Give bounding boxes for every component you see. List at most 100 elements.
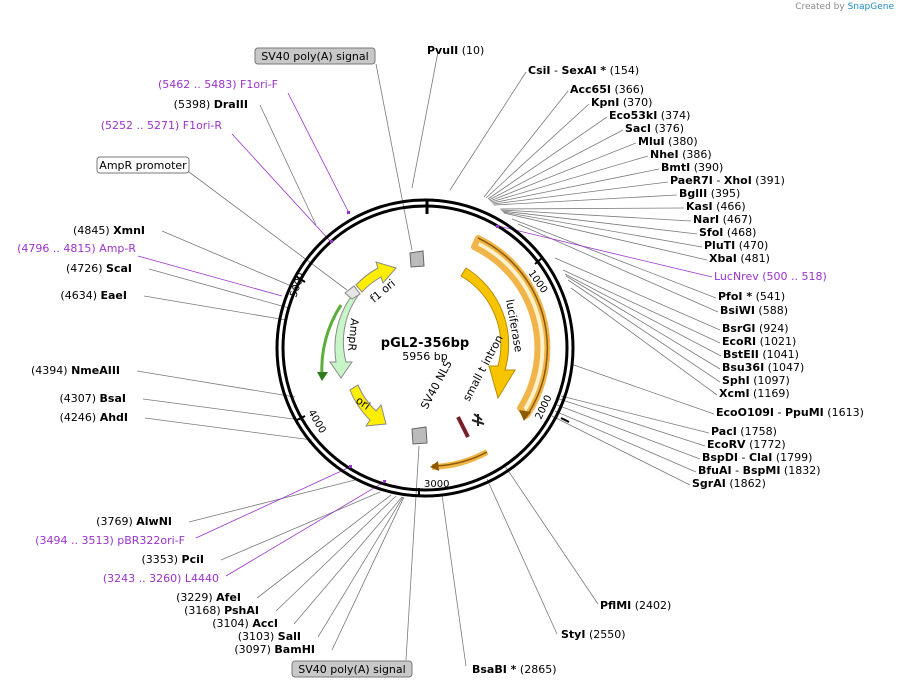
site-separator: - [774, 406, 785, 419]
site-leader-line [556, 404, 701, 460]
site-leader-line [411, 51, 439, 189]
site-leader-line [493, 194, 678, 206]
feature-leader-line [375, 63, 413, 251]
ampr-promoter-label-text: AmpR promoter [99, 159, 187, 172]
site-name: StyI [561, 628, 585, 641]
site-position: (390) [690, 161, 723, 174]
restriction-site-label: CsiI - SexAI * (154) [528, 64, 639, 77]
site-leader-line [551, 415, 691, 486]
site-leader-line [492, 181, 669, 205]
site-name: BfuAI [698, 464, 732, 477]
site-position: (1047) [764, 361, 804, 374]
ampr-label: AmpR [345, 318, 361, 352]
site-separator: - [550, 64, 561, 77]
luciferase-orf [460, 267, 516, 400]
site-leader-line [558, 398, 706, 447]
restriction-site-label: (4307) BsaI [59, 392, 126, 405]
tick-mark [534, 257, 543, 265]
site-name: BglII [679, 187, 707, 200]
site-leader-line [144, 417, 313, 441]
site-leader-line [502, 211, 703, 248]
site-leader-line [486, 478, 558, 635]
site-leader-line [562, 269, 721, 344]
site-name: AhdI [100, 411, 128, 424]
restriction-site-label: PvuII (10) [427, 44, 484, 57]
small-t-arrow-core [435, 451, 488, 467]
site-position: (380) [665, 135, 698, 148]
sv40-polya-box-top [409, 250, 425, 268]
site-leader-line [136, 370, 296, 398]
restriction-site-label: (4246) AhdI [60, 411, 128, 424]
sv40-nls-label: SV40 NLS [418, 358, 455, 411]
restriction-site-label: NheI (386) [650, 148, 712, 161]
restriction-site-label: SacI (376) [625, 122, 684, 135]
site-name: MluI [638, 135, 665, 148]
ampr-outer-head [317, 372, 328, 381]
site-position: (4307) [59, 392, 99, 405]
restriction-site-label: (3229) AfeI [176, 591, 241, 604]
restriction-site-label: Acc65I (366) [570, 83, 644, 96]
credit-brand: SnapGene [847, 2, 894, 12]
ori-arrow [349, 384, 387, 427]
site-position: (1758) [737, 425, 777, 438]
site-position: (386) [679, 148, 712, 161]
restriction-site-label: PfoI * (541) [718, 290, 785, 303]
restriction-site-label: XbaI (481) [709, 252, 770, 265]
site-position: (1169) [750, 387, 790, 400]
restriction-site-label: NarI (467) [693, 213, 752, 226]
site-leader-line [441, 494, 467, 667]
f1ori-arrow [355, 261, 397, 293]
labels: PvuII (10) CsiI - SexAI * (154) Acc65I (36… [17, 44, 864, 678]
ampr-arrow-outer [320, 304, 343, 378]
site-position: (2402) [631, 599, 671, 612]
site-leader-line [554, 410, 697, 473]
primer-leader-line [137, 255, 283, 297]
site-position: (4394) [31, 364, 71, 377]
site-name: BstEII [723, 348, 759, 361]
primer-markers [330, 211, 499, 483]
sv40-polya-label-bottom-bg [291, 660, 413, 678]
site-name: PacI [711, 425, 737, 438]
restriction-site-label: BfuAI - BspMI (1832) [698, 464, 821, 477]
restriction-site-label: Bsu36I (1047) [722, 361, 804, 374]
primer-marker [349, 465, 352, 468]
site-leader-line [142, 398, 302, 421]
small-t-arrow [431, 449, 489, 470]
site-leader-line [483, 90, 569, 198]
primer-leader-line [231, 133, 332, 243]
site-name: BamHI [274, 643, 315, 656]
restriction-site-label: KasI (466) [686, 200, 746, 213]
primer-marker [347, 211, 350, 214]
primer-leader-line [287, 92, 350, 214]
leader-lines [136, 51, 722, 667]
restriction-site-label: EcoRV (1772) [707, 438, 786, 451]
primer-label: (3494 .. 3513) pBR322ori-F [35, 534, 185, 547]
site-name: PaeR7I [670, 174, 713, 187]
site-leader-line [491, 168, 660, 204]
luciferase-arrowhead [519, 410, 531, 421]
site-name: BsaI [100, 392, 126, 405]
site-name: SalI [278, 630, 301, 643]
site-name-second: PpuMI [785, 406, 824, 419]
restriction-site-label: KpnI (370) [591, 96, 652, 109]
site-position: (3168) [184, 604, 224, 617]
site-name: ScaI [106, 262, 132, 275]
site-position: (2865) [516, 663, 556, 676]
sv40-polya-label-top-bg [254, 47, 376, 65]
snapgene-credit: Created by SnapGene [795, 2, 894, 12]
site-position: (3353) [141, 553, 181, 566]
sv40-polya-label-bottom-text: SV40 poly(A) signal [298, 663, 405, 676]
site-name: KpnI [591, 96, 619, 109]
restriction-site-label: (4845) XmnI [73, 224, 145, 237]
primer-label: (5252 .. 5271) F1ori-R [101, 119, 223, 132]
restriction-site-label: (4726) ScaI [66, 262, 132, 275]
site-name: BsaBI * [472, 663, 517, 676]
restriction-site-label: (4394) NmeAIII [31, 364, 120, 377]
sv40-polya-label-top: SV40 poly(A) signal [254, 47, 376, 65]
site-name: SacI [625, 122, 651, 135]
site-leader-line [487, 116, 608, 200]
site-name: PshAI [224, 604, 259, 617]
site-position: (1772) [746, 438, 786, 451]
site-leader-line [293, 496, 403, 625]
